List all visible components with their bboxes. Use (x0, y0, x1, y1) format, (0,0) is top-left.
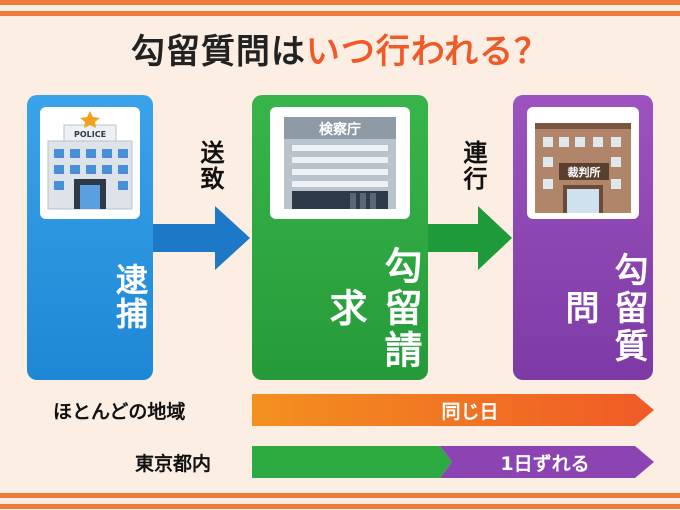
top-stripe (0, 11, 680, 16)
page-title: 勾留質問はいつ行われる？ (0, 30, 680, 74)
prosecutors-office-icon: 検察庁 (284, 117, 396, 209)
title-part2: いつ行われる？ (305, 32, 550, 72)
timeline-bar-text-next-day: 1日ずれる (500, 453, 590, 475)
prosecutors-sign: 検察庁 (319, 121, 361, 138)
court-icon: 裁判所 (535, 123, 631, 213)
title-part1: 勾留質問は (130, 32, 306, 72)
timeline-region-most: ほとんどの地域 (53, 401, 186, 423)
police-station-icon: POLICE (47, 111, 133, 210)
timeline-bar-next-day (440, 446, 654, 478)
bottom-stripe (0, 493, 680, 498)
stage-label: 逮捕 (111, 263, 149, 331)
stage-label: 勾留請求 (323, 245, 422, 372)
arrow-2 (428, 206, 512, 270)
stage-label: 勾留質問 (559, 251, 648, 366)
timeline-bar-text-same-day: 同じ日 (441, 401, 499, 423)
police-station-card: POLICE (40, 107, 140, 219)
arrow-1 (153, 206, 250, 270)
stage-detention-questioning: 裁判所 勾留質問 (513, 95, 653, 380)
court-sign: 裁判所 (568, 165, 601, 179)
timeline-bar-same-day (252, 394, 654, 426)
arrow-label-sending: 送致 (196, 140, 224, 192)
court-card: 裁判所 (527, 107, 639, 219)
arrow-label-escort: 連行 (459, 140, 487, 192)
prosecutors-office-card: 検察庁 (270, 107, 410, 219)
stage-detention-request: 検察庁 勾留請求 (252, 95, 428, 380)
bottom-stripe (0, 504, 680, 509)
timeline-region-tokyo: 東京都内 (135, 453, 212, 475)
timeline-bar-green-part (252, 446, 452, 478)
police-sign: POLICE (74, 130, 106, 139)
top-stripe (0, 0, 680, 5)
stage-arrest: POLICE 逮捕 (27, 95, 153, 380)
